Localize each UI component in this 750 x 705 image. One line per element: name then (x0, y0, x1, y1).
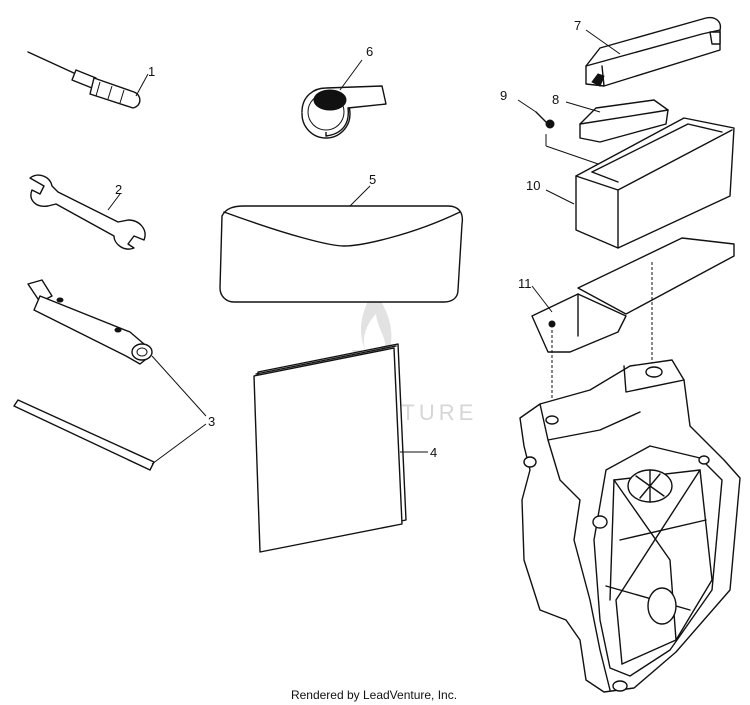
owners-manual (253, 343, 428, 553)
tape-roll (301, 59, 387, 139)
engine-housing (519, 359, 741, 693)
tool-pouch (219, 185, 464, 303)
open-end-wrench (29, 174, 146, 250)
callout-3: 3 (208, 414, 215, 429)
footer-credit: Rendered by LeadVenture, Inc. (291, 688, 457, 702)
callouts: 1 2 3 4 5 6 7 8 9 10 11 (115, 18, 581, 460)
callout-8: 8 (552, 92, 559, 107)
socket-wrench (27, 279, 153, 365)
tool-box (545, 117, 735, 249)
callout-9: 9 (500, 88, 507, 103)
callout-11: 11 (518, 276, 532, 291)
callout-6: 6 (366, 44, 373, 59)
callout-7: 7 (574, 18, 581, 33)
screw (517, 99, 605, 167)
callout-2: 2 (115, 182, 122, 197)
tool-box-lid (585, 16, 722, 87)
callout-4: 4 (430, 445, 437, 460)
callout-1: 1 (148, 64, 155, 79)
foam-pad (565, 99, 669, 143)
callout-5: 5 (369, 172, 376, 187)
flame-logo-icon (360, 290, 392, 358)
screwdriver (27, 51, 149, 109)
callout-10: 10 (526, 178, 540, 193)
tommy-bar (13, 355, 207, 471)
